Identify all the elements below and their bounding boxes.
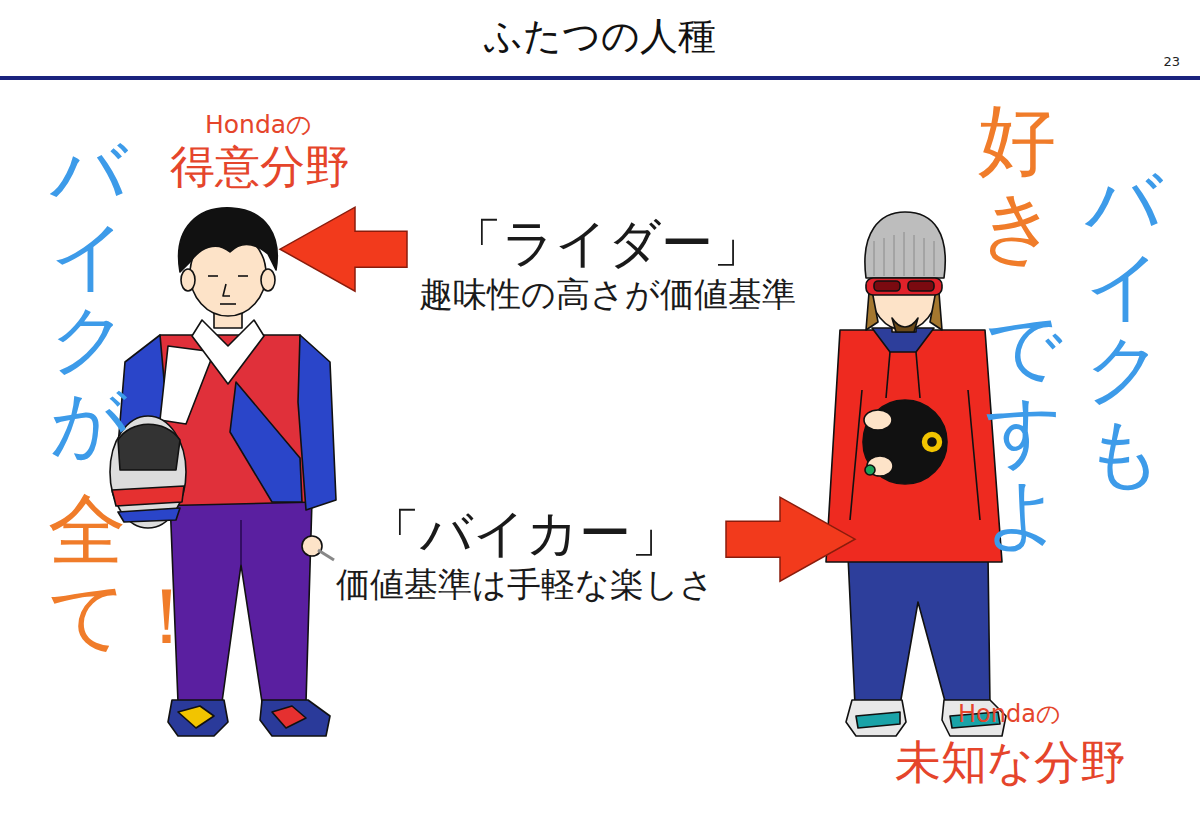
biker-illustration [826, 212, 1006, 736]
biker-term: 「バイカー」価値基準は手軽な楽しさ [328, 498, 722, 609]
category-label: 未知な分野 [895, 735, 1126, 790]
rider-illustration [110, 208, 336, 736]
page-number: 23 [1163, 54, 1180, 69]
vertical-slogan: 全て！ [48, 488, 126, 660]
category-label: Hondaの [958, 700, 1061, 729]
block-arrow [726, 497, 855, 581]
term-description: 価値基準は手軽な楽しさ [336, 564, 714, 605]
biker-group: バイクも好きですよ Hondaの未知な分野 [855, 90, 1190, 790]
vertical-slogan: バイクも [1085, 160, 1161, 494]
category-label: Hondaの [205, 110, 312, 140]
vertical-slogan: 好き [978, 98, 1056, 270]
term-description: 趣味性の高さが価値基準 [419, 274, 796, 315]
term-heading: 「ライダー」 [450, 212, 765, 274]
block-arrow [280, 207, 407, 291]
vertical-slogan: ですよ [985, 305, 1061, 556]
title-rule [0, 76, 1200, 80]
rider-term: 「ライダー」趣味性の高さが価値基準 [411, 208, 804, 319]
slide-title: ふたつの人種 [0, 14, 1200, 60]
category-label: 得意分野 [170, 140, 350, 194]
term-heading: 「バイカー」 [368, 502, 683, 564]
rider-group: Hondaの得意分野バイクが全て！ [40, 108, 280, 770]
vertical-slogan: バイクが [50, 130, 126, 464]
